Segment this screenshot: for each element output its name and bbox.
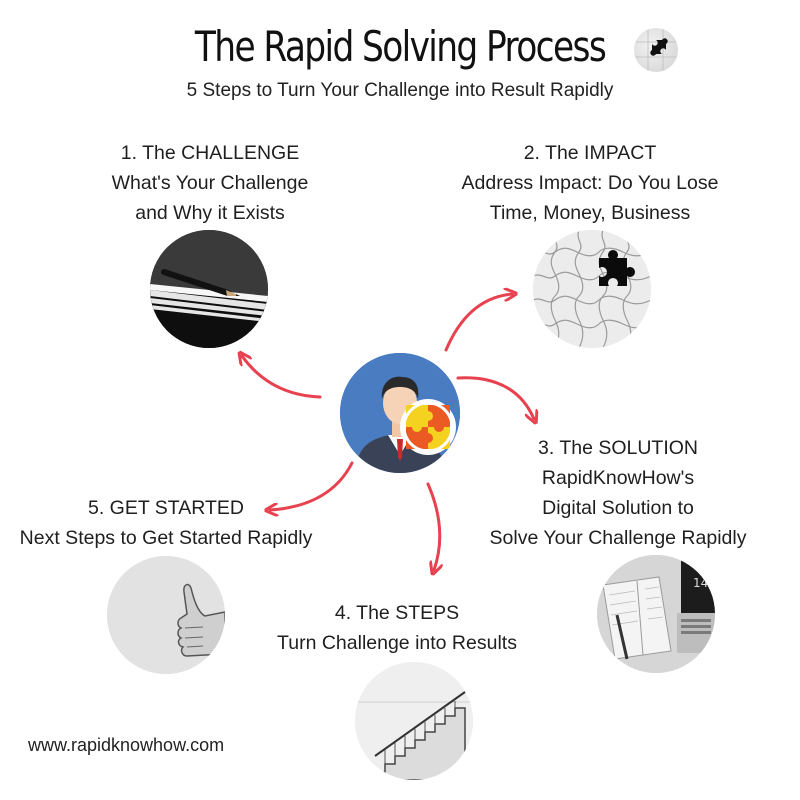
- step-4-line-2: Turn Challenge into Results: [277, 632, 517, 654]
- pencil-on-paper-icon: [150, 230, 268, 348]
- step-2-line-3: Time, Money, Business: [489, 202, 691, 224]
- arrow-to-step-4: [426, 482, 440, 570]
- step-1-line-2: What's Your Challenge: [111, 172, 309, 194]
- step-1-heading: 1. The CHALLENGE: [120, 142, 300, 164]
- jigsaw-puzzle-icon: [533, 230, 651, 348]
- page-title: The Rapid Solving Process: [194, 22, 607, 71]
- step-1-label: 1. The CHALLENGE What's Your Challenge a…: [60, 138, 360, 228]
- step-5-line-2: Next Steps to Get Started Rapidly: [19, 527, 313, 549]
- puzzle-piece-icon: [634, 28, 678, 72]
- notebook-laptop-icon: 14: [597, 555, 715, 673]
- arrow-to-step-1: [242, 356, 322, 399]
- step-1-line-3: and Why it Exists: [135, 202, 285, 224]
- step-2-heading: 2. The IMPACT: [523, 142, 657, 164]
- step-3-line-3: Digital Solution to: [542, 497, 694, 519]
- page-subtitle: 5 Steps to Turn Your Challenge into Resu…: [186, 80, 614, 101]
- businessman-with-puzzle-icon: [340, 353, 460, 473]
- arrow-to-step-3: [456, 376, 534, 419]
- staircase-icon: [355, 662, 473, 780]
- step-3-label: 3. The SOLUTION RapidKnowHow's Digital S…: [468, 433, 768, 553]
- step-3-line-2: RapidKnowHow's: [541, 467, 695, 489]
- step-2-line-2: Address Impact: Do You Lose: [461, 172, 719, 194]
- step-5-label: 5. GET STARTED Next Steps to Get Started…: [0, 493, 332, 553]
- step-2-label: 2. The IMPACT Address Impact: Do You Los…: [430, 138, 750, 228]
- step-5-heading: 5. GET STARTED: [87, 497, 245, 519]
- svg-text:14: 14: [693, 576, 708, 590]
- arrow-to-step-2: [444, 294, 512, 352]
- thumbs-up-icon: [107, 556, 225, 674]
- step-4-label: 4. The STEPS Turn Challenge into Results: [247, 598, 547, 658]
- step-3-heading: 3. The SOLUTION: [537, 437, 699, 459]
- step-3-line-4: Solve Your Challenge Rapidly: [489, 527, 747, 549]
- step-4-heading: 4. The STEPS: [334, 602, 460, 624]
- website-url: www.rapidknowhow.com: [28, 735, 225, 755]
